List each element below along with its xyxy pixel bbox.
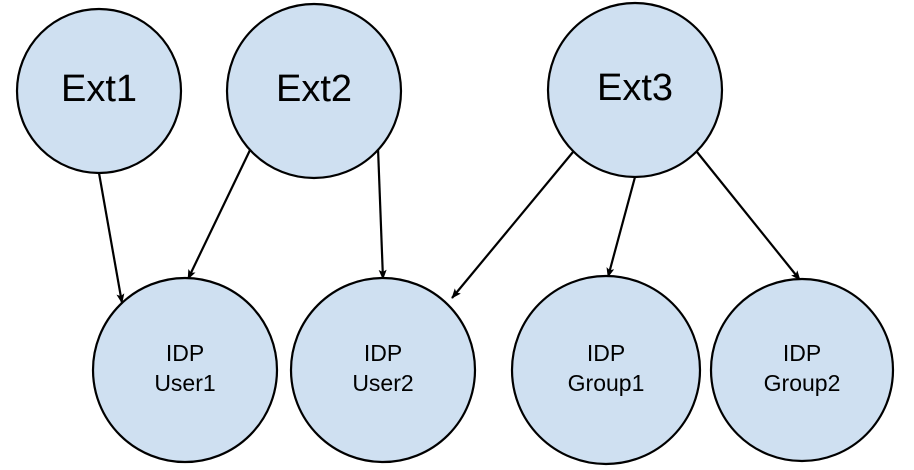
edge-ext2-to-idp-user1: [187, 147, 252, 280]
node-label-line: Ext2: [276, 68, 352, 110]
node-label-line: IDP: [587, 340, 625, 366]
edge-ext1-to-idp-user1: [97, 172, 125, 304]
edges-layer: [97, 147, 801, 304]
node-label-idp-user2: IDP User2: [352, 340, 413, 396]
node-circle-ext1[interactable]: [15, 7, 183, 175]
node-circle-ext3[interactable]: [546, 1, 724, 179]
node-label-idp-group2: IDP Group2: [764, 340, 841, 396]
node-label-line: User2: [352, 370, 413, 396]
node-idp-group1[interactable]: IDP Group1: [510, 274, 702, 466]
node-label-ext2: Ext2: [276, 68, 352, 110]
node-label-line: Ext3: [597, 67, 673, 109]
node-label-idp-group1: IDP Group1: [568, 340, 645, 396]
node-label-line: User1: [154, 370, 215, 396]
node-circle-idp-user1[interactable]: [91, 276, 279, 464]
edge-ext2-to-idp-user2: [376, 147, 387, 280]
node-ext2[interactable]: Ext2: [225, 2, 403, 180]
node-ext1[interactable]: Ext1: [15, 7, 183, 175]
node-idp-user2[interactable]: IDP User2: [289, 276, 477, 464]
node-label-line: IDP: [364, 340, 402, 366]
node-label-line: Group2: [764, 370, 841, 396]
node-circle-idp-user2[interactable]: [289, 276, 477, 464]
node-circle-ext2[interactable]: [225, 2, 403, 180]
node-label-idp-user1: IDP User1: [154, 340, 215, 396]
node-label-line: IDP: [783, 340, 821, 366]
node-circle-idp-group1[interactable]: [510, 274, 702, 466]
edge-ext3-to-idp-group2: [696, 151, 801, 281]
node-label-ext1: Ext1: [61, 68, 137, 110]
node-ext3[interactable]: Ext3: [546, 1, 724, 179]
node-idp-user1[interactable]: IDP User1: [91, 276, 279, 464]
node-circle-idp-group2[interactable]: [709, 277, 895, 463]
node-label-line: Group1: [568, 370, 645, 396]
node-label-line: Ext1: [61, 68, 137, 110]
node-idp-group2[interactable]: IDP Group2: [709, 277, 895, 463]
node-label-ext3: Ext3: [597, 67, 673, 109]
edge-ext3-to-idp-group1: [606, 176, 637, 278]
edge-ext3-to-idp-user2: [451, 151, 574, 299]
node-label-line: IDP: [166, 340, 204, 366]
